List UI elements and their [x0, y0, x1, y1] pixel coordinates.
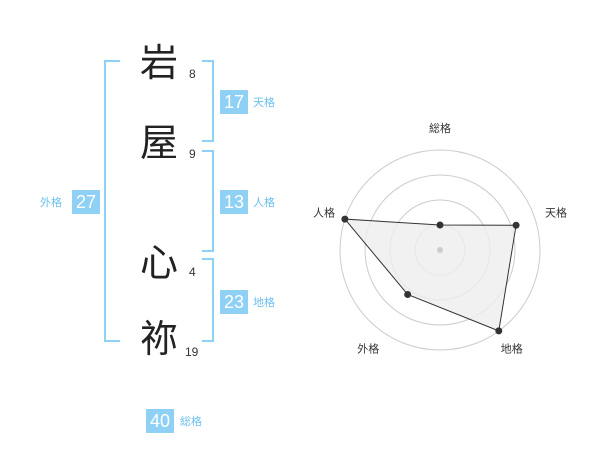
- radar-axis-label-5: 人格: [313, 205, 335, 219]
- radar-ring-3: [364, 174, 516, 326]
- radar-point-1: [436, 221, 444, 229]
- radar-point-5: [341, 215, 349, 223]
- radar-axis-label-2: 天格: [545, 205, 567, 219]
- stroke-count-1: 8: [189, 67, 196, 81]
- name-char-2: 屋: [140, 121, 179, 165]
- name-char-1: 岩: [140, 41, 179, 85]
- radar-center-dot: [437, 247, 443, 253]
- radar-axis-label-3: 地格: [501, 342, 523, 356]
- tenkaku-value: 17: [220, 90, 248, 114]
- name-char-4: 祢: [140, 317, 179, 361]
- chikaku-label: 地格: [253, 296, 275, 309]
- soukaku-value: 40: [146, 409, 174, 433]
- gaikaku-label: 外格: [40, 196, 62, 209]
- radar-point-4: [404, 290, 412, 298]
- stroke-count-3: 4: [189, 265, 196, 279]
- soukaku-label: 総格: [180, 415, 202, 428]
- stroke-count-2: 9: [189, 147, 196, 161]
- tenkaku-label: 天格: [253, 96, 275, 109]
- radar-area: [343, 218, 517, 332]
- radar-point-2: [512, 221, 520, 229]
- name-char-3: 心: [140, 241, 179, 285]
- chikaku-value: 23: [220, 290, 248, 314]
- stroke-count-4: 19: [185, 345, 199, 359]
- radar-axis-label-4: 外格: [357, 342, 379, 356]
- jinkaku-value: 13: [220, 190, 248, 214]
- gaikaku-value: 27: [72, 190, 100, 214]
- tenkaku-bracket: [202, 60, 214, 142]
- jinkaku-label: 人格: [253, 196, 275, 209]
- jinkaku-bracket: [202, 150, 214, 252]
- radar-ring-4: [339, 149, 541, 351]
- gaikaku-bracket: [104, 60, 120, 342]
- radar-point-3: [495, 327, 503, 335]
- chikaku-bracket: [202, 258, 214, 342]
- radar-axis-label-1: 総格: [429, 121, 451, 135]
